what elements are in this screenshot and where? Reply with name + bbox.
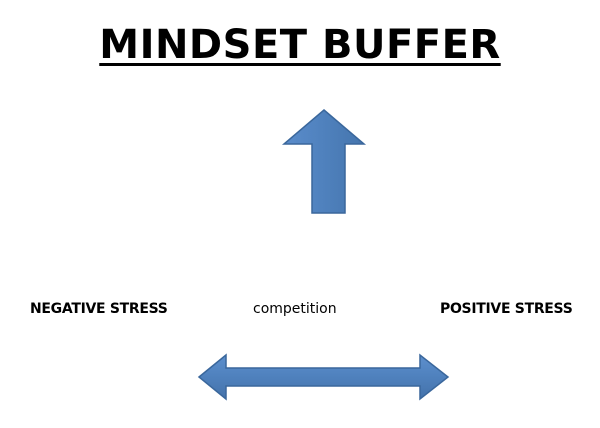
up-arrow-shape: [281, 109, 367, 214]
positive-stress-label: POSITIVE STRESS: [440, 301, 573, 317]
block-arrow-up-icon: [281, 109, 367, 214]
left-right-arrow-icon: [197, 353, 450, 401]
diagram-title: MINDSET BUFFER: [0, 18, 600, 72]
negative-stress-label: NEGATIVE STRESS: [30, 301, 168, 317]
double-arrow-shape: [197, 353, 450, 401]
diagram-title-text: MINDSET BUFFER: [99, 22, 501, 68]
competition-label: competition: [253, 301, 337, 317]
